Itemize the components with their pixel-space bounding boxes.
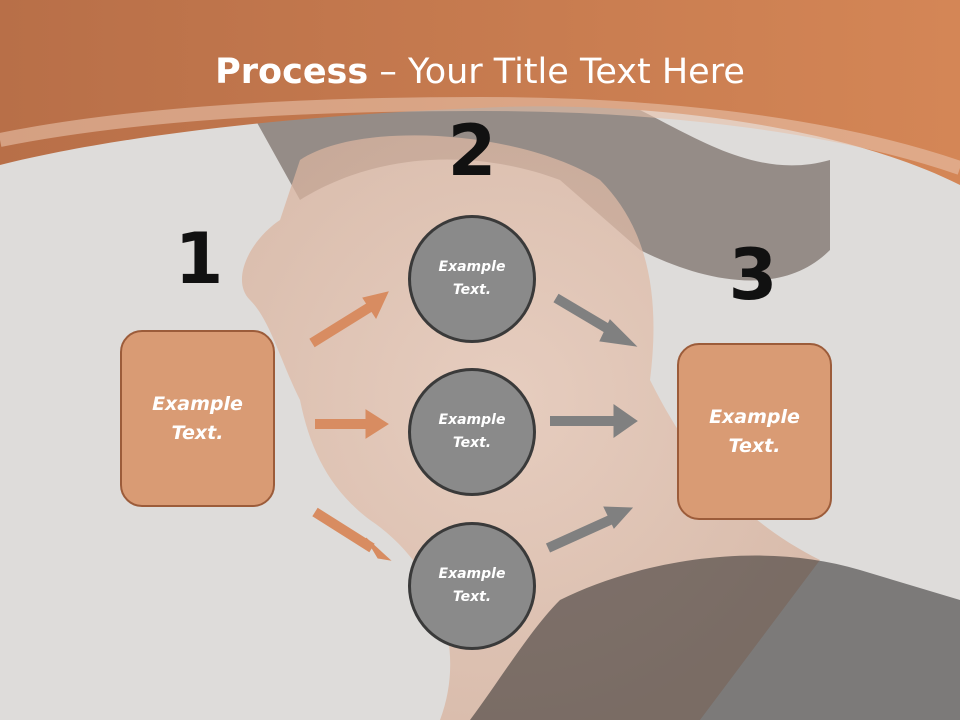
circle-top-label: Example Text.: [438, 259, 506, 298]
step-1-label: Example Text.: [152, 392, 243, 444]
step-number-3: 3: [728, 234, 778, 316]
slide-title: Process – Your Title Text Here: [0, 52, 960, 92]
title-bold: Process: [215, 52, 369, 92]
circle-bottom-label: Example Text.: [438, 566, 506, 605]
title-rest: – Your Title Text Here: [368, 52, 745, 92]
arrow-to-circle-middle: [315, 409, 389, 439]
arrow-to-circle-top: [309, 291, 389, 348]
step-number-2: 2: [447, 110, 497, 192]
step-2-circle-middle: Example Text.: [408, 368, 536, 496]
step-3-box: Example Text.: [677, 343, 832, 520]
step-1-box: Example Text.: [120, 330, 275, 507]
arrow-from-circle-bottom: [545, 506, 634, 553]
step-number-1: 1: [174, 218, 224, 300]
arrow-from-circle-top: [553, 293, 638, 347]
arrow-from-circle-middle: [550, 404, 638, 438]
step-2-circle-bottom: Example Text.: [408, 522, 536, 650]
circle-middle-label: Example Text.: [438, 412, 506, 451]
arrow-to-circle-bottom: [312, 507, 392, 561]
step-2-circle-top: Example Text.: [408, 215, 536, 343]
step-3-label: Example Text.: [709, 405, 800, 457]
